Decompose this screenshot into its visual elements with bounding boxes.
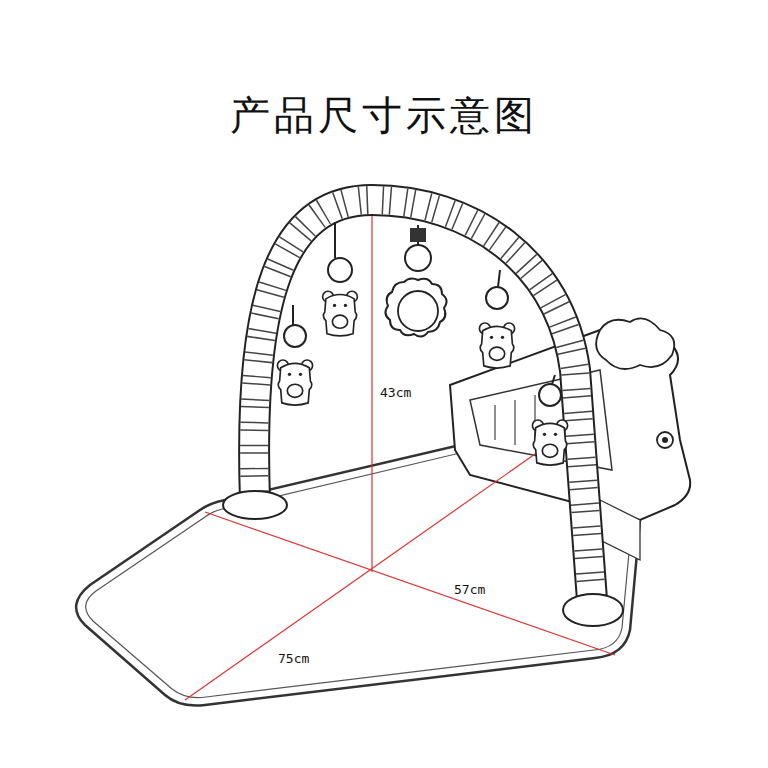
dimension-label: 57cm [452,582,487,597]
dimension-label: 43cm [378,385,413,400]
dimension-label: 75cm [276,651,311,666]
page-title: 产品尺寸示意图 [230,88,538,143]
